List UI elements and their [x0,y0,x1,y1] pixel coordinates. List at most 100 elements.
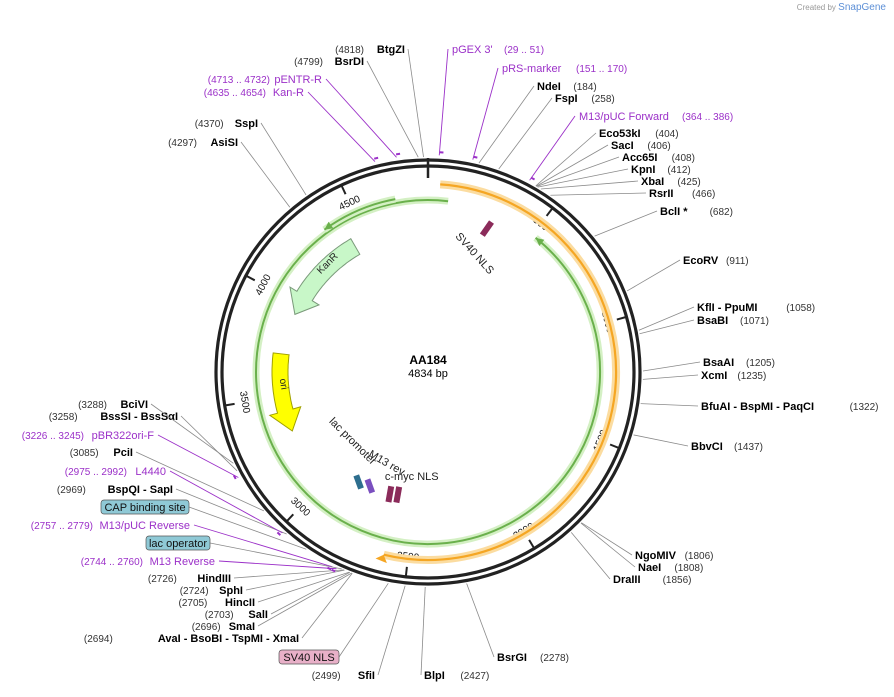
enzyme-leader [595,211,657,236]
primer-coordinate: (2975 .. 2992) [65,467,127,478]
primer-leader [219,561,336,569]
enzyme-leader [271,572,350,614]
enzyme-label: AvaI - BsoBI - TspMI - XmaI [158,633,299,645]
enzyme-leader [581,523,632,555]
enzyme-leader [241,142,290,207]
primer-label: pRS-marker [502,63,562,75]
enzyme-coordinate: (2705) [178,598,207,609]
enzyme-coordinate: (1322) [850,402,879,413]
enzyme-coordinate: (1235) [737,371,766,382]
enzyme-label: NaeI [638,562,661,574]
primer-label: M13/pUC Reverse [100,520,190,532]
enzyme-label: BsrDI [335,56,364,68]
plasmid-length: 4834 bp [408,368,448,380]
enzyme-coordinate: (2724) [180,586,209,597]
enzyme-label: NdeI [537,81,561,93]
enzyme-coordinate: (1071) [740,316,769,327]
c-myc-nls-marker-2 [393,486,402,503]
enzyme-label: XcmI [701,370,727,382]
enzyme-label: RsrII [649,188,673,200]
enzyme-label: PciI [113,447,133,459]
enzyme-label: KflI - PpuMI [697,302,758,314]
enzyme-coordinate: (682) [710,207,733,218]
primer-binding-mark [332,570,336,572]
enzyme-leader [258,572,349,602]
enzyme-leader [634,435,688,446]
scale-tick [547,208,553,216]
enzyme-coordinate: (466) [692,189,715,200]
enzyme-coordinate: (2499) [312,671,341,682]
enzyme-coordinate: (4799) [294,57,323,68]
enzyme-label: HindIII [197,573,231,585]
primer-coordinate: (29 .. 51) [504,45,544,56]
enzyme-coordinate: (3288) [78,400,107,411]
scale-tick [610,444,619,448]
primer-leader [439,49,448,155]
enzyme-label: SfiI [358,670,375,682]
primer-leader [530,116,575,180]
enzyme-coordinate: (4818) [335,45,364,56]
enzyme-label: BbvCI [691,441,723,453]
enzyme-leader [367,61,418,157]
enzyme-label: BsrGI [497,652,527,664]
enzyme-leader [302,573,352,638]
enzyme-leader [261,123,306,195]
primer-leader [308,92,375,162]
enzyme-leader [581,523,635,567]
scale-tick [286,514,293,521]
primer-label: pBR322ori-F [92,430,155,442]
enzyme-label: BclI * [660,206,688,218]
primer-coordinate: (151 .. 170) [576,64,627,75]
scale-tick [617,317,627,320]
primer-label: M13/pUC Forward [579,111,669,123]
enzyme-leader [408,49,424,157]
primer-coordinate: (2757 .. 2779) [31,521,93,532]
m13-rev-marker [365,478,375,493]
scale-tick-label: 3500 [237,390,252,414]
enzyme-leader [571,532,610,579]
enzyme-coordinate: (2694) [84,634,113,645]
enzyme-coordinate: (1205) [746,358,775,369]
enzyme-leader [378,586,405,675]
c-myc-nls-marker-label: c-myc NLS [385,471,439,483]
boxed-feature-label: lac operator [149,538,207,550]
enzyme-label: BspQI - SapI [108,484,173,496]
primer-label: M13 Reverse [150,556,215,568]
enzyme-label: Eco53kI [599,128,641,140]
enzyme-coordinate: (1437) [734,442,763,453]
enzyme-label: HincII [225,597,255,609]
enzyme-label: SalI [248,609,268,621]
enzyme-label: BtgZI [377,44,405,56]
enzyme-coordinate: (184) [573,82,596,93]
brand-prefix: Created by [797,3,836,12]
enzyme-coordinate: (1808) [674,563,703,574]
enzyme-coordinate: (406) [647,141,670,152]
enzyme-coordinate: (1058) [786,303,815,314]
enzyme-label: DraIII [613,574,641,586]
enzyme-leader [641,404,698,406]
enzyme-coordinate: (425) [677,177,700,188]
enzyme-label: BfuAI - BspMI - PaqCI [701,401,814,413]
enzyme-label: SacI [611,140,634,152]
enzyme-leader [479,86,534,163]
enzyme-leader [421,587,425,675]
enzyme-coordinate: (911) [726,256,749,267]
scale-tick [225,404,235,406]
enzyme-leader [627,260,680,291]
primer-label: pENTR-R [274,74,322,86]
boxed-feature-label: SV40 NLS [283,652,334,664]
primer-binding-mark [374,158,378,159]
enzyme-coordinate: (2427) [460,671,489,682]
scale-tick [246,276,255,281]
primer-label: Kan-R [273,87,304,99]
enzyme-label: BsaAI [703,357,734,369]
enzyme-coordinate: (2969) [57,485,86,496]
enzyme-coordinate: (2703) [205,610,234,621]
enzyme-label: NgoMIV [635,550,677,562]
primer-binding-mark [473,157,477,158]
primer-coordinate: (3226 .. 3245) [22,431,84,442]
boxed-feature-leader [339,583,388,657]
enzyme-leader [537,157,619,187]
enzyme-coordinate: (404) [655,129,678,140]
